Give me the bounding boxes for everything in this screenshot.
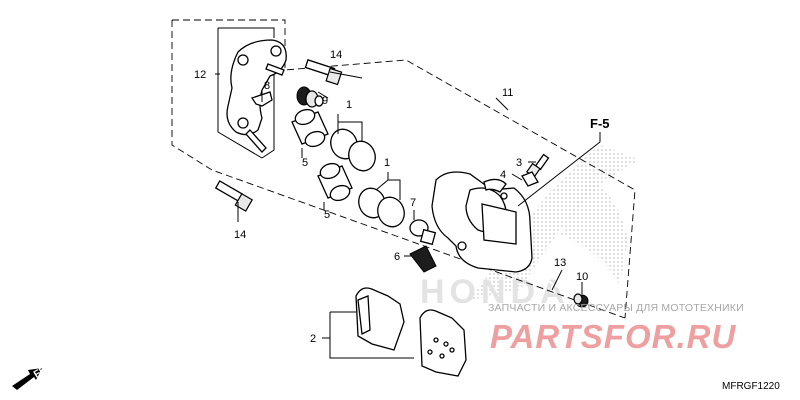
watermark-tagline: ЗАПЧАСТИ И АКСЕССУАРЫ ДЛЯ МОТОТЕХНИКИ (488, 302, 744, 314)
callout-11: 12 (194, 69, 206, 81)
callout-8: 7 (410, 197, 416, 209)
diagram-code: MFRGF1220 (722, 381, 780, 392)
callout-5-lower: 5 (324, 209, 330, 221)
piston-upper (291, 108, 329, 148)
pad-pin (531, 271, 575, 297)
piston-seal-set-lower (358, 187, 405, 228)
watermark-site-logo: PARTSFOR.RU (490, 318, 737, 355)
pad-retainer (409, 245, 437, 273)
front-direction-arrow: FR. (12, 363, 52, 390)
callout-4: 4 (500, 169, 506, 181)
callout-1-upper: 1 (346, 99, 352, 111)
brake-pad-set (355, 287, 467, 377)
callout-14-lower: 14 (234, 229, 246, 241)
pin-plug (573, 293, 589, 308)
piston-seal-set-upper (330, 128, 376, 172)
callout-14-upper: 14 (330, 49, 342, 61)
leader-lines (215, 71, 601, 359)
piston-lower (317, 162, 353, 202)
group-outlines (171, 19, 636, 319)
callout-9: 9 (322, 95, 328, 107)
front-direction-label: FR. (32, 363, 52, 381)
honda-brand-watermark: HONDA (420, 273, 570, 311)
callout-12: 10 (576, 271, 588, 283)
bleeder-cap (521, 171, 539, 187)
callout-13: 13 (554, 257, 566, 269)
pin-boot (296, 86, 324, 108)
callout-5-upper: 5 (302, 157, 308, 169)
pin-bolt (409, 219, 437, 246)
mounting-bolt-lower (214, 180, 254, 212)
caliper-body (431, 171, 533, 273)
callout-1-lower: 1 (384, 157, 390, 169)
caliper-bracket (226, 39, 287, 153)
callout-2: 2 (310, 333, 316, 345)
callout-6: 6 (394, 251, 400, 263)
reference-label: F-5 (590, 116, 610, 131)
mounting-bolt-upper (304, 59, 343, 86)
callout-7: 8 (264, 80, 270, 92)
callout-3: 3 (516, 157, 522, 169)
callout-10: 11 (502, 87, 513, 99)
